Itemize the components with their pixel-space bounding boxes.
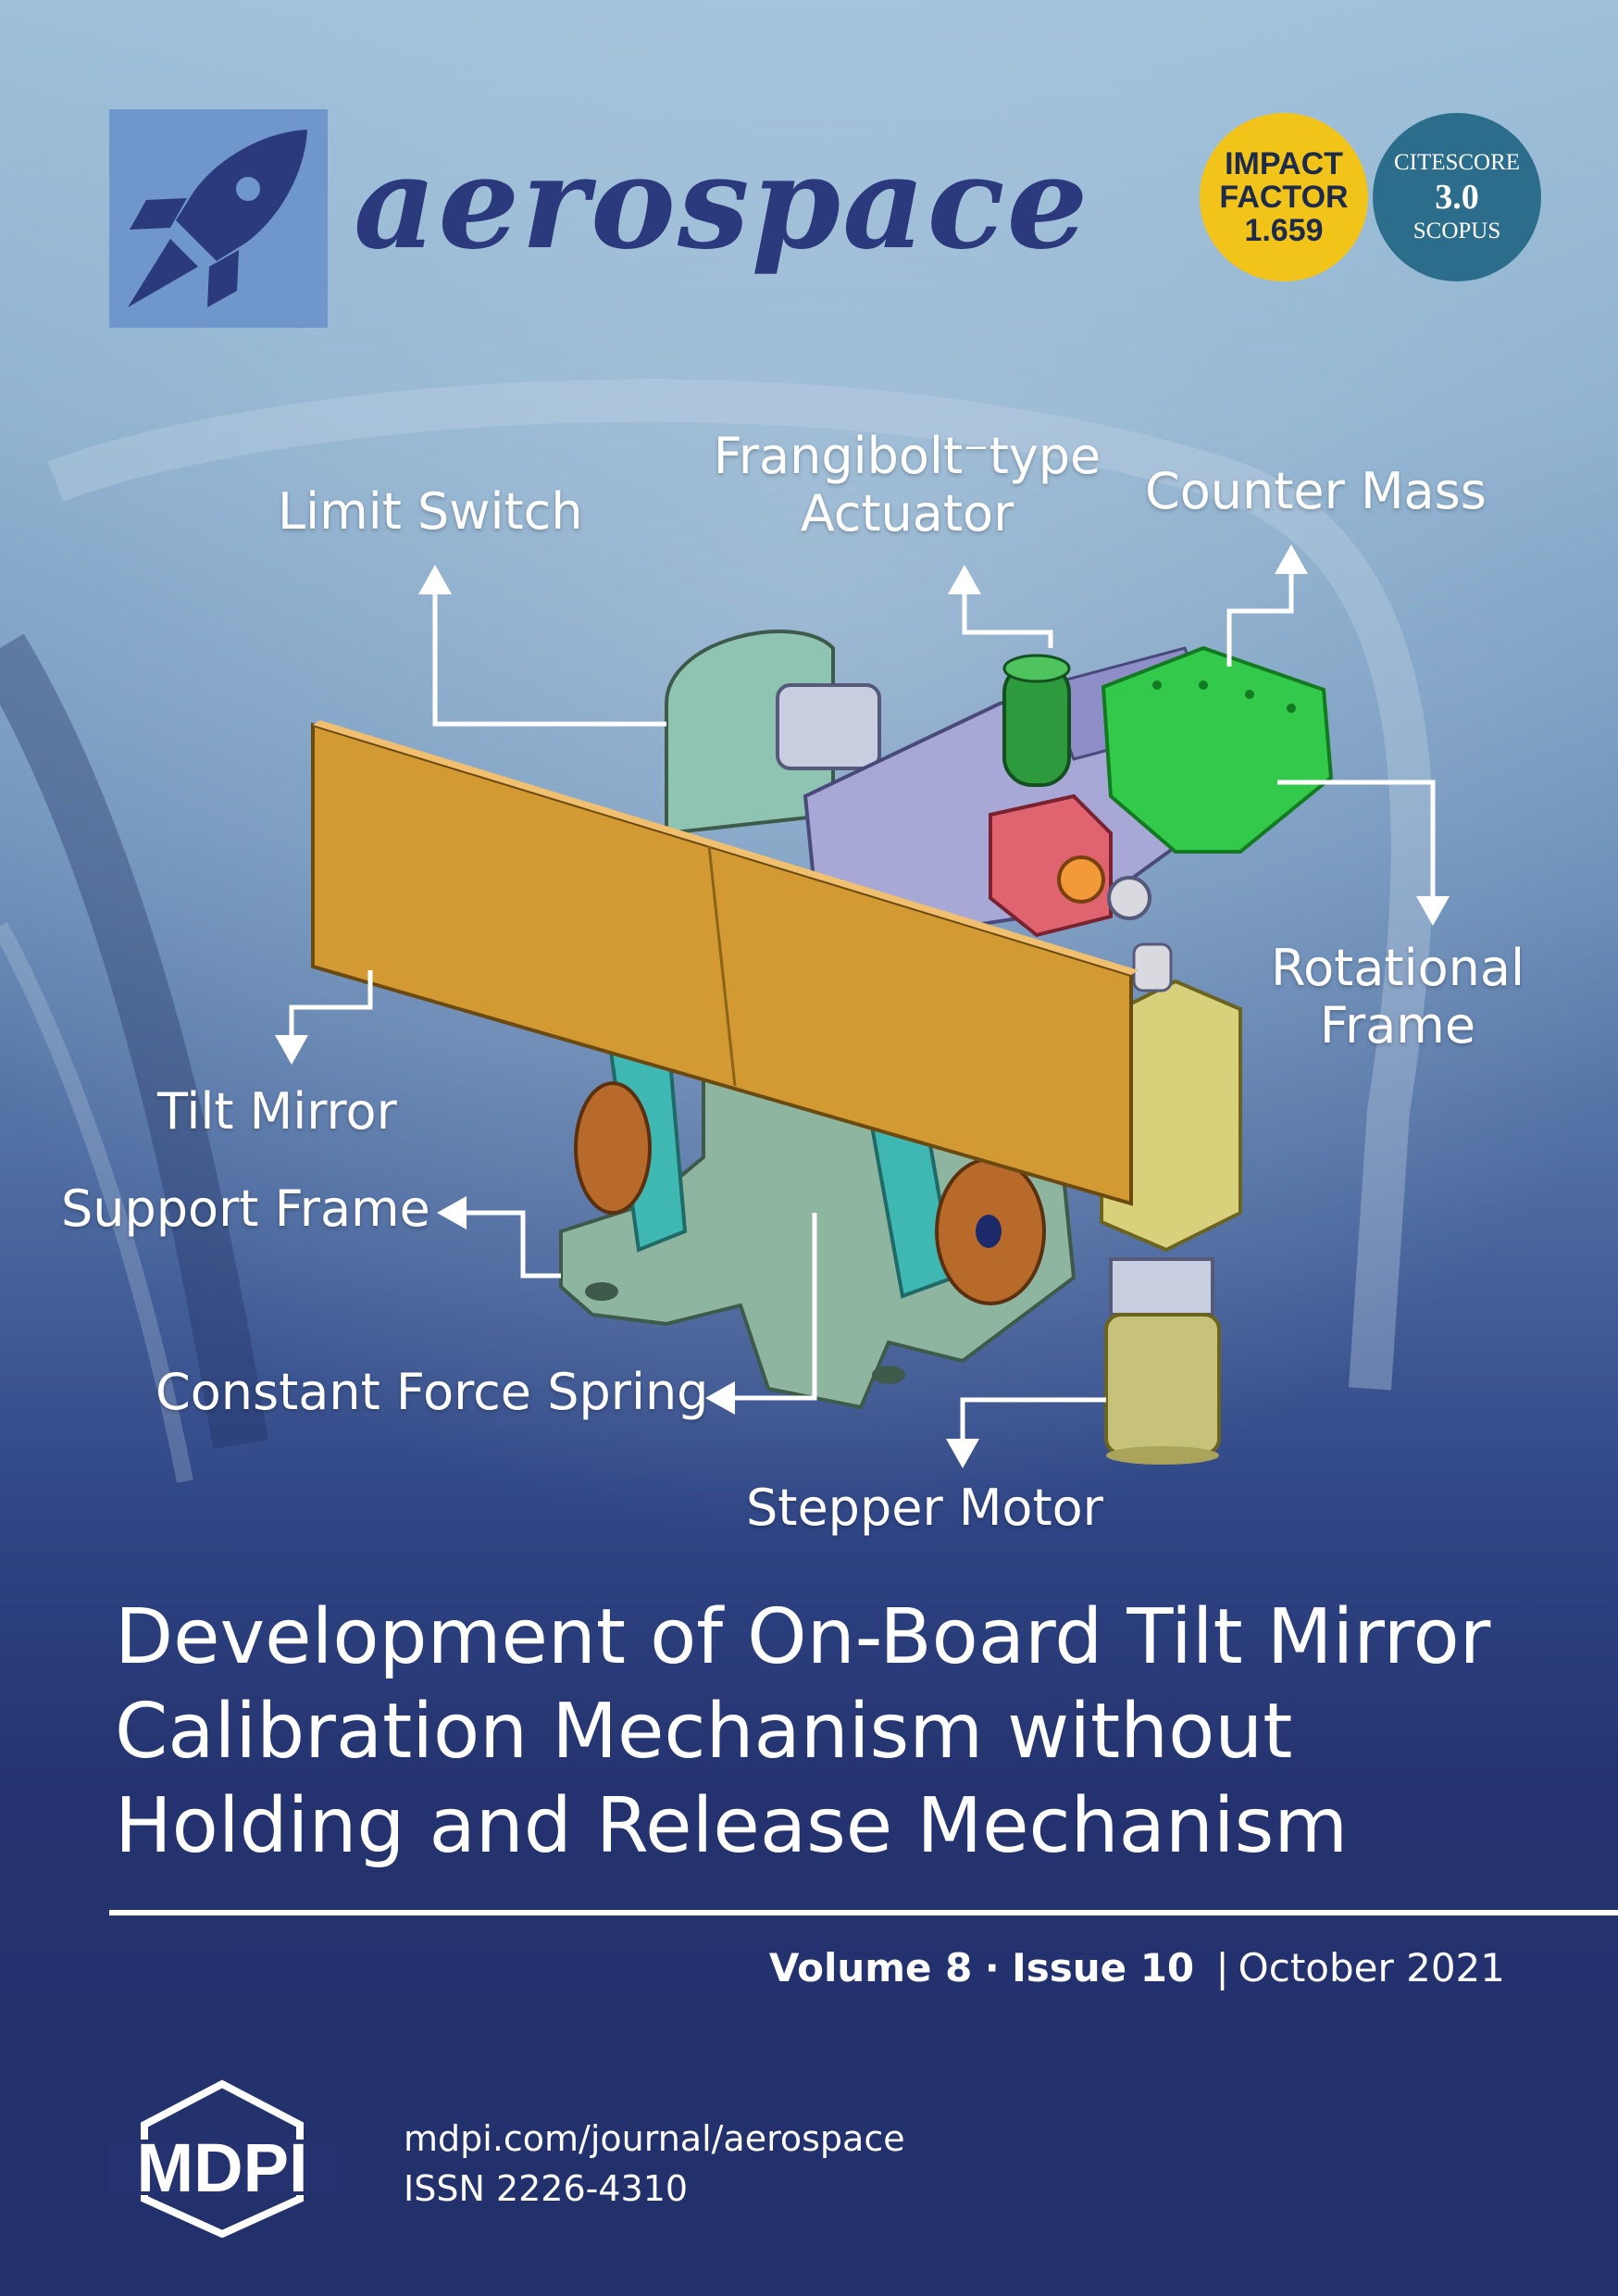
issue-number: Issue 10 [1012,1945,1195,1990]
label-stepper-motor: Stepper Motor [746,1479,1103,1537]
title-divider [109,1910,1618,1915]
impact-factor-label-line2: FACTOR [1219,180,1349,215]
volume-number: Volume 8 [768,1945,973,1990]
label-counter-mass: Counter Mass [1145,462,1487,520]
journal-logo [109,109,328,328]
label-frangibolt-line1: Frangibolt⁻type [713,427,1101,485]
arrow-heads [275,544,1450,1468]
bearing-block-shape [989,793,1151,938]
citescore-badge: CITESCORE 3.0 SCOPUS [1373,113,1541,281]
issue-date: October 2021 [1238,1945,1505,1990]
journal-name: aerospace [354,127,1090,278]
spring-disc-shapes [574,1081,1046,1305]
label-support-frame: Support Frame [61,1179,430,1238]
hexagon-icon [141,2079,304,2238]
journal-url[interactable]: mdpi.com/journal/aerospace [404,2118,905,2159]
leader-lines [289,567,1436,1444]
label-frangibolt-line2: Actuator [800,484,1014,543]
label-tilt-mirror: Tilt Mirror [157,1082,397,1141]
label-limit-switch: Limit Switch [278,482,583,541]
counter-mass-shape [1101,645,1334,854]
impact-factor-label-line1: IMPACT [1225,146,1343,181]
article-title: Development of On-Board Tilt Mirror Cali… [115,1591,1559,1874]
tilt-mirror-shape [311,720,1139,1206]
impact-factor-badge: IMPACT FACTOR 1.659 [1200,113,1368,281]
issue-info: Volume 8 · Issue 10 |October 2021 [769,1942,1505,1994]
label-rotational-frame: Rotational Frame [1259,940,1537,1054]
label-frangibolt-actuator: Frangibolt⁻type Actuator [703,428,1111,543]
citescore-label: CITESCORE [1393,150,1521,175]
citescore-value: 3.0 [1435,178,1479,217]
mdpi-logo: MDPI [109,2079,335,2238]
stepper-motor-shape [1100,942,1242,1465]
publisher-name: MDPI [137,2129,308,2206]
issue-separator: · [984,1945,1000,1990]
mechanism-illustration [275,544,1450,1468]
article-title-line3: Holding and Release Mechanism [115,1782,1349,1870]
label-rotational-line2: Frame [1319,996,1476,1054]
frangibolt-actuator-shape [1002,654,1071,787]
limit-switch-bracket-shape [665,630,881,836]
rocket-icon [128,130,307,307]
issn: ISSN 2226-4310 [404,2168,689,2209]
label-constant-force-spring: Constant Force Spring [156,1363,709,1421]
impact-factor-value: 1.659 [1244,213,1324,248]
label-rotational-line1: Rotational [1271,939,1525,997]
issue-divider: | [1215,1945,1229,1990]
article-title-line2: Calibration Mechanism without [115,1688,1293,1776]
citescore-source: SCOPUS [1413,218,1501,243]
article-title-line1: Development of On-Board Tilt Mirror [115,1593,1491,1681]
